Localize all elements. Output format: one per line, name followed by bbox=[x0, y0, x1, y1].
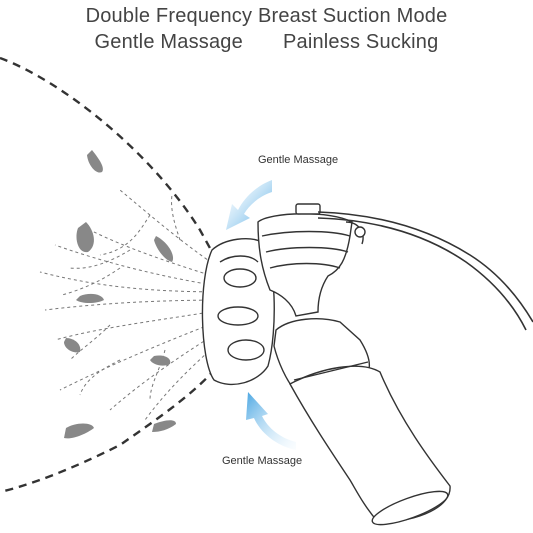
mammary-lobes bbox=[64, 150, 176, 439]
breast-shield bbox=[201, 238, 275, 386]
headline-title: Double Frequency Breast Suction Mode bbox=[85, 5, 448, 27]
curved-arrow-icon-top bbox=[226, 180, 272, 230]
breast-outline bbox=[0, 56, 238, 494]
subtitle-gentle-massage: Gentle Massage bbox=[94, 31, 243, 53]
collection-bottle bbox=[273, 318, 451, 526]
pump-body bbox=[257, 203, 366, 317]
curved-arrow-icon-bottom bbox=[246, 392, 296, 450]
callout-label-bottom: Gentle Massage bbox=[222, 455, 303, 467]
headline-subtitle: Gentle Massage Painless Sucking bbox=[0, 31, 533, 54]
power-cord bbox=[317, 211, 533, 323]
callout-label-top: Gentle Massage bbox=[258, 154, 339, 166]
subtitle-painless-sucking: Painless Sucking bbox=[282, 31, 439, 53]
